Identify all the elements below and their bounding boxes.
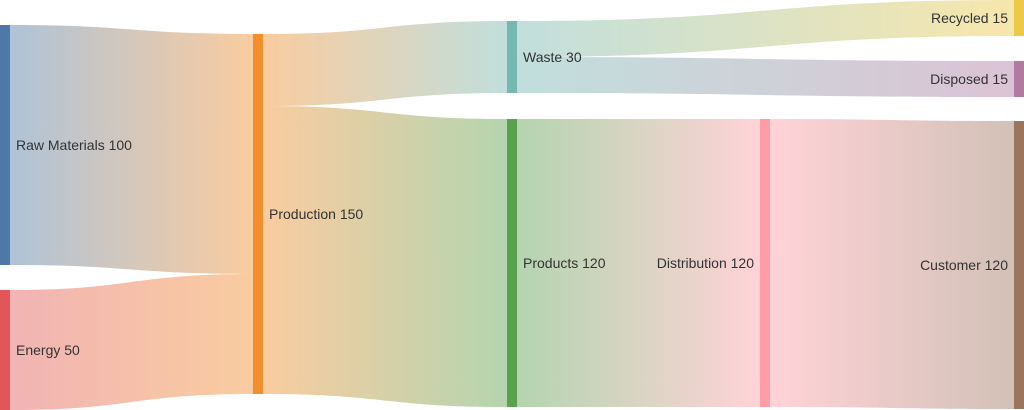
node-distribution — [760, 119, 770, 407]
link-production-to-products — [263, 106, 507, 407]
link-raw-to-production — [10, 25, 253, 274]
link-products-to-distribution — [517, 119, 760, 407]
node-energy — [0, 290, 10, 410]
node-label-energy: Energy 50 — [16, 342, 80, 358]
link-production-to-waste — [263, 21, 507, 106]
node-production — [253, 34, 263, 394]
node-label-production: Production 150 — [269, 206, 363, 222]
node-recycled — [1014, 0, 1024, 36]
node-label-products: Products 120 — [523, 255, 606, 271]
node-label-distribution: Distribution 120 — [657, 255, 754, 271]
node-label-raw: Raw Materials 100 — [16, 137, 132, 153]
node-label-customer: Customer 120 — [920, 257, 1008, 273]
link-distribution-to-customer — [770, 119, 1014, 409]
link-waste-to-recycled — [517, 0, 1014, 57]
node-raw — [0, 25, 10, 265]
node-label-waste: Waste 30 — [523, 49, 582, 65]
links-layer — [10, 0, 1014, 410]
node-label-recycled: Recycled 15 — [931, 10, 1008, 26]
node-label-disposed: Disposed 15 — [930, 71, 1008, 87]
link-energy-to-production — [10, 274, 253, 410]
link-waste-to-disposed — [517, 57, 1014, 97]
node-disposed — [1014, 61, 1024, 97]
node-waste — [507, 21, 517, 93]
node-customer — [1014, 121, 1024, 409]
node-products — [507, 119, 517, 407]
